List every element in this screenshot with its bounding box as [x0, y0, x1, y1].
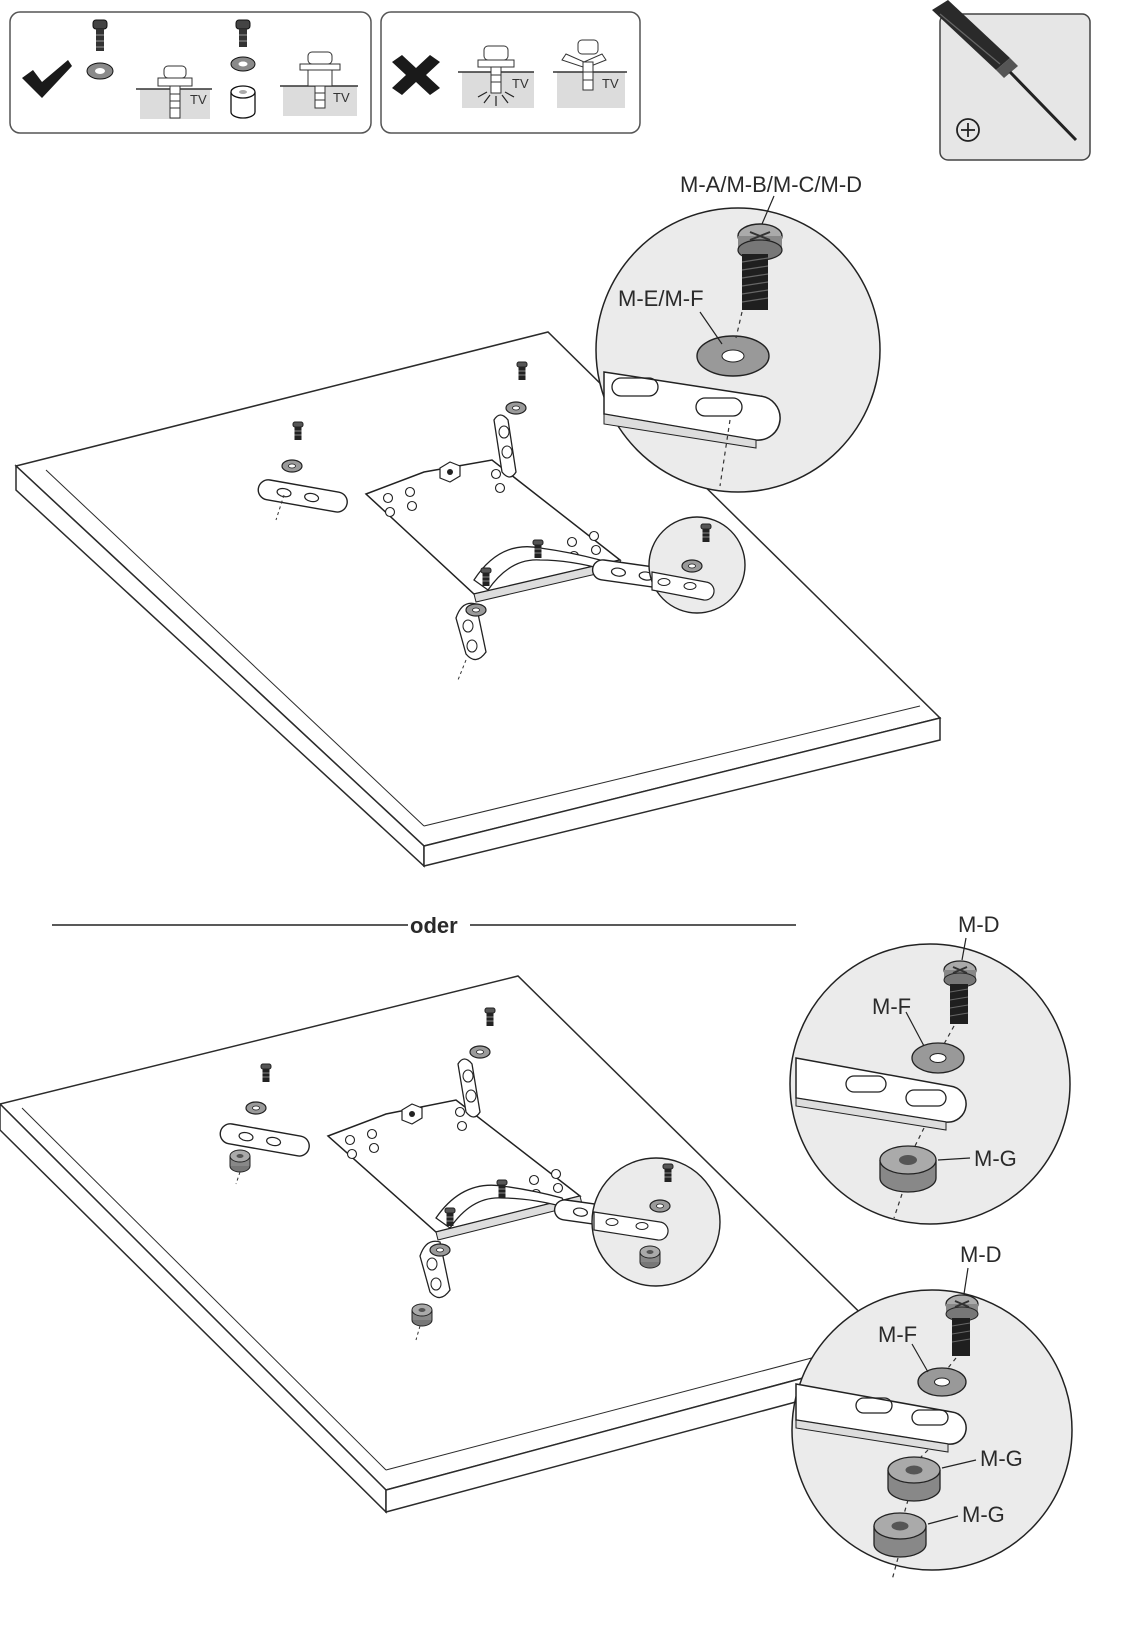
- spacer-part-label: M-G: [974, 1146, 1017, 1171]
- legend-wrong-box: TV TV: [380, 11, 641, 134]
- legend-correct-box: TV TV: [9, 11, 372, 134]
- washer-part-label: M-F: [872, 994, 911, 1019]
- detail-callout-bottom-1: M-D M-F M-G: [789, 912, 1071, 1225]
- divider-label: oder: [410, 913, 458, 938]
- phillips-symbol-icon: [956, 118, 980, 142]
- screwdriver-icon: [932, 0, 1078, 142]
- tv-panel-bottom: [0, 975, 902, 1514]
- bolt-part-label: M-D: [958, 912, 1000, 937]
- bolt-part-label: M-D: [960, 1242, 1002, 1267]
- tv-label: TV: [333, 90, 350, 105]
- detail-circle-small-bottom: [591, 1157, 721, 1287]
- washer-icon: [911, 1042, 965, 1074]
- bolt-icon: [943, 960, 977, 1024]
- tool-box: [932, 0, 1091, 161]
- tv-mounted-screw-icon-1: TV: [136, 65, 212, 119]
- detail-circle-small-top: [648, 516, 746, 614]
- spacer-part-label-1: M-G: [980, 1446, 1023, 1471]
- tv-label: TV: [602, 76, 619, 91]
- washer-icon: [917, 1367, 967, 1397]
- mounting-bracket-bottom: [217, 1007, 646, 1341]
- mounting-bracket-top: [255, 361, 684, 681]
- tv-label: TV: [512, 76, 529, 91]
- bolt-icon: [737, 223, 783, 310]
- spacer-icon: [879, 1145, 937, 1193]
- tv-mounted-spacer-screw-icon: TV: [280, 51, 358, 116]
- detail-callout-bottom-2: M-D M-F M-G M-G: [791, 1242, 1073, 1581]
- checkmark-icon: [22, 60, 72, 98]
- spacer-icon-2: [873, 1512, 927, 1558]
- spacer-part-label-2: M-G: [962, 1502, 1005, 1527]
- washer-icon: [696, 335, 770, 377]
- cross-icon: [392, 55, 440, 95]
- washer-part-label: M-F: [878, 1322, 917, 1347]
- spacer-icon-1: [887, 1456, 941, 1502]
- tv-label: TV: [190, 92, 207, 107]
- screw-washer-icon: [86, 19, 114, 80]
- bolt-icon: [945, 1294, 979, 1356]
- tv-loose-screw-icon: TV: [553, 39, 627, 108]
- detail-callout-top: M-A/M-B/M-C/M-D M-E/M-F: [595, 172, 881, 493]
- divider: oder: [52, 913, 796, 938]
- tv-damaged-screw-icon: TV: [458, 45, 534, 108]
- washer-part-label: M-E/M-F: [618, 286, 704, 311]
- bolt-part-label: M-A/M-B/M-C/M-D: [680, 172, 862, 197]
- screw-washer-spacer-icon: [230, 19, 256, 119]
